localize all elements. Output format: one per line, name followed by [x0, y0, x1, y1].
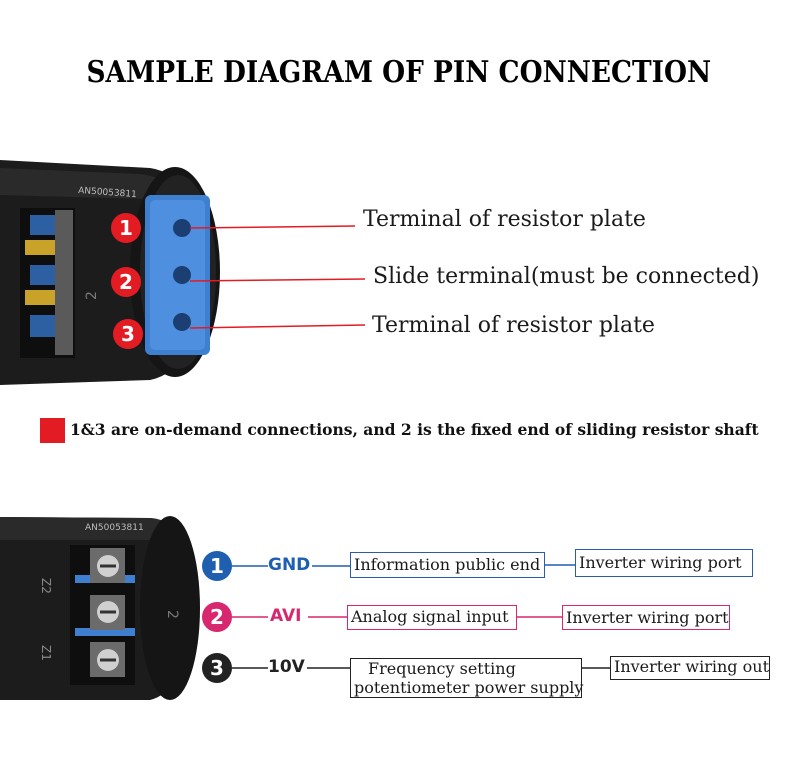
- red-square-marker: [40, 418, 65, 443]
- connection-note: 1&3 are on-demand connections, and 2 is …: [70, 420, 759, 439]
- bottom-marking-z2: Z2: [39, 578, 53, 594]
- port-box-avi: Inverter wiring port: [562, 605, 730, 630]
- signal-10v: 10V: [268, 657, 305, 677]
- port-box-10v: Inverter wiring out: [610, 656, 770, 680]
- pin-1-label: Terminal of resistor plate: [363, 207, 646, 232]
- top-marking-code: AN50053811: [78, 186, 137, 200]
- top-connector-body: 2 AN50053811: [0, 160, 220, 385]
- top-badge-3: 3: [121, 322, 135, 346]
- bottom-marking-2: 2: [164, 610, 180, 619]
- bottom-connector-body: AN50053811 Z2 Z1 2: [0, 516, 200, 700]
- top-marking-2: 2: [84, 291, 100, 300]
- pin-3-label: Terminal of resistor plate: [372, 313, 655, 338]
- bottom-badge-2: 2: [202, 602, 232, 632]
- bottom-marking-z1: Z1: [39, 645, 53, 661]
- bottom-marking-code: AN50053811: [85, 523, 144, 533]
- desc-box-avi: Analog signal input: [347, 605, 517, 630]
- desc-10v-line2: potentiometer power supply: [354, 678, 584, 697]
- bottom-badge-1: 1: [202, 551, 232, 581]
- top-badge-1: 1: [119, 216, 133, 240]
- signal-gnd: GND: [268, 555, 311, 575]
- page-title: SAMPLE DIAGRAM OF PIN CONNECTION: [86, 55, 712, 90]
- top-badge-2: 2: [119, 270, 133, 294]
- pin-2-label: Slide terminal(must be connected): [373, 264, 760, 289]
- bottom-badge-3: 3: [202, 653, 232, 683]
- desc-box-gnd: Information public end: [350, 552, 545, 578]
- desc-10v-line1: Frequency setting: [368, 659, 516, 678]
- port-box-gnd: Inverter wiring port: [575, 549, 753, 577]
- signal-avi: AVI: [270, 606, 302, 626]
- desc-box-10v: Frequency setting potentiometer power su…: [350, 658, 584, 698]
